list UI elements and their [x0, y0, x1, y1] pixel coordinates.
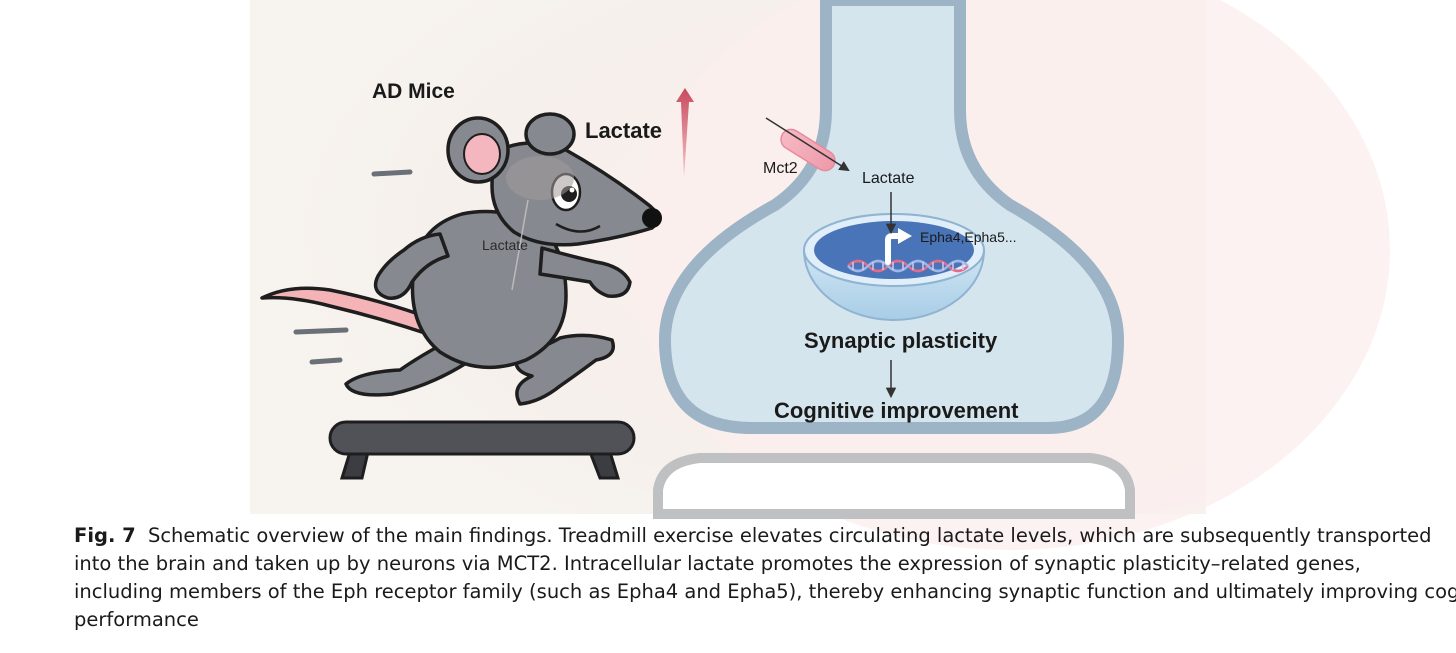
label-ad-mice: AD Mice — [372, 80, 455, 103]
label-mct2: Mct2 — [763, 160, 798, 177]
treadmill — [328, 420, 636, 480]
mct2-transporter-icon — [780, 128, 836, 172]
figure-caption: Fig. 7 Schematic overview of the main fi… — [74, 522, 1456, 634]
label-genes: Epha4,Epha5... — [920, 229, 1017, 245]
caption-text-4: performance — [74, 608, 199, 631]
dna-helix — [847, 259, 969, 273]
caption-line-1: Fig. 7 Schematic overview of the main fi… — [74, 522, 1432, 550]
transcription-arrow-head-icon — [898, 228, 912, 244]
label-lactate-brain: Lactate — [482, 237, 528, 253]
label-lactate-blood: Lactate — [585, 118, 663, 143]
caption-text-3: including members of the Eph receptor fa… — [74, 580, 1456, 603]
lactate-increase-arrow-icon — [676, 88, 694, 178]
nucleus-inner — [814, 221, 974, 279]
figure-label: Fig. 7 — [74, 524, 136, 547]
postsynaptic-membrane — [653, 453, 1135, 519]
mouse-illustration — [260, 112, 662, 406]
transcription-arrow-icon — [885, 233, 903, 265]
label-synaptic-plasticity: Synaptic plasticity — [804, 328, 998, 353]
caption-text-1: Schematic overview of the main findings.… — [147, 524, 1432, 547]
caption-text-2: into the brain and taken up by neurons v… — [74, 552, 1361, 575]
mct2-transport-arrow — [765, 117, 850, 172]
speed-lines — [293, 169, 413, 365]
label-cognitive-improvement: Cognitive improvement — [774, 398, 1019, 423]
label-lactate-neuron: Lactate — [862, 170, 915, 187]
lactate-brain-arrow — [511, 199, 529, 291]
brain-icon — [506, 156, 574, 200]
